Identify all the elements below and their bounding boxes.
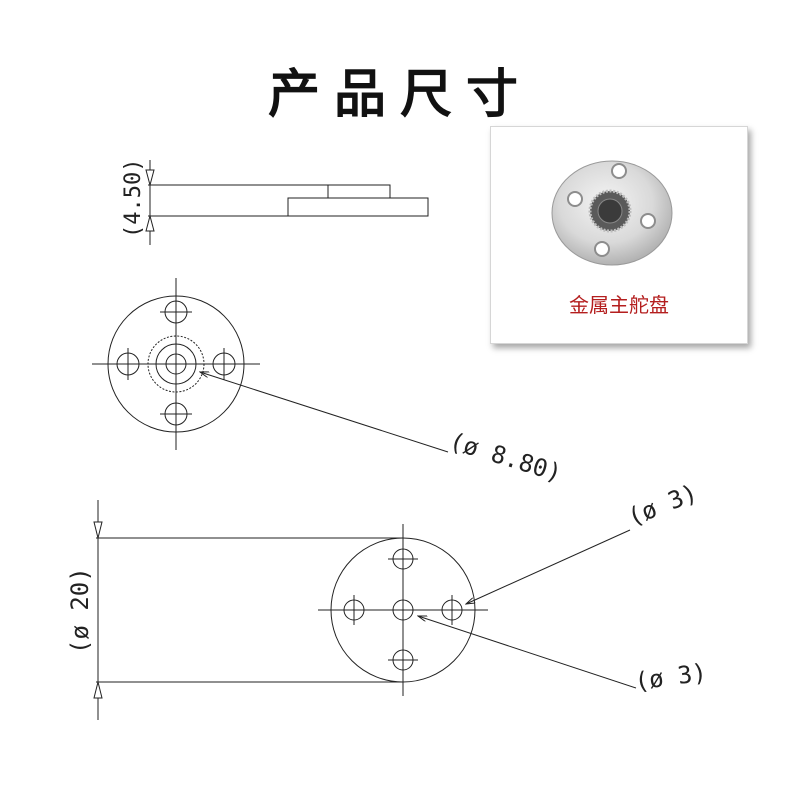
- product-photo-card: 金属主舵盘: [490, 126, 748, 344]
- outer-diameter-arrow-top: [93, 521, 103, 539]
- thickness-label: (4.50): [121, 159, 146, 238]
- page-title: 产品尺寸: [267, 65, 532, 125]
- horn-hole-top: [611, 163, 627, 179]
- top-view: [92, 278, 449, 453]
- thickness-arrow-bottom: [145, 214, 155, 232]
- hole-a-leader: [466, 529, 631, 604]
- outer-diameter-arrow-bottom: [93, 681, 103, 699]
- horn-spline-bore: [597, 198, 623, 224]
- side-view-hub: [327, 184, 391, 199]
- hole-a-label: (ø 3): [624, 479, 701, 532]
- horn-hole-right: [640, 213, 656, 229]
- thickness-arrow-top: [145, 169, 155, 187]
- horn-hole-left: [567, 191, 583, 207]
- side-view: [145, 160, 429, 245]
- hole-b-leader: [418, 616, 637, 689]
- horn-hole-bottom: [594, 241, 610, 257]
- servo-horn-image: [551, 160, 673, 266]
- spline-leader: [200, 372, 449, 453]
- front-view: [93, 500, 637, 720]
- hole-b-label: (ø 3): [633, 658, 708, 696]
- outer-diameter-label: (ø 20): [66, 567, 94, 654]
- side-view-flange: [287, 197, 429, 217]
- spline-diameter-label: (ø 8.80): [446, 427, 565, 488]
- product-caption: 金属主舵盘: [569, 293, 669, 317]
